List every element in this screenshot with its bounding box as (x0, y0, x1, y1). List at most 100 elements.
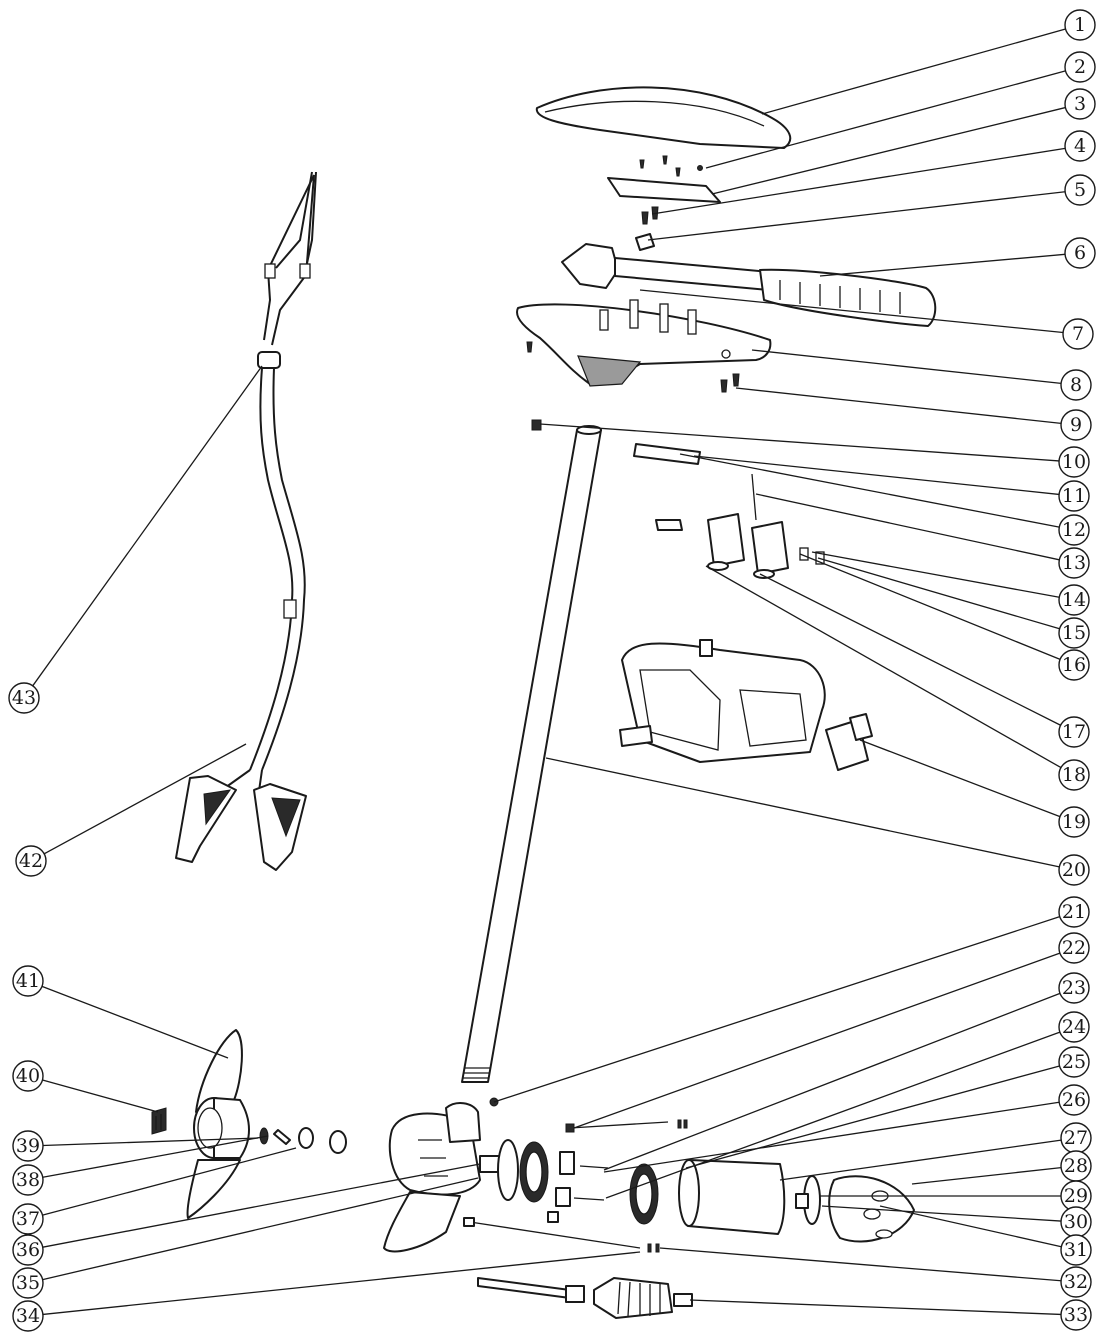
callout-38: 38 (12, 1164, 44, 1196)
callout-35: 35 (12, 1267, 44, 1299)
callout-circle (1058, 1011, 1090, 1043)
leader-line (799, 553, 1061, 660)
callout-circle (12, 1300, 44, 1332)
callout-25: 25 (1058, 1046, 1090, 1078)
callout-27: 27 (1060, 1122, 1092, 1154)
callout-31: 31 (1060, 1234, 1092, 1266)
leader-line (605, 1031, 1061, 1199)
callout-circle (12, 965, 44, 997)
callout-12: 12 (1058, 514, 1090, 546)
callout-number: 35 (16, 1272, 40, 1294)
callout-number: 31 (1064, 1239, 1088, 1261)
propeller-assembly (151, 1029, 347, 1219)
skeg-fin (383, 1191, 461, 1253)
callout-number: 20 (1062, 859, 1086, 881)
callout-number: 23 (1062, 977, 1086, 999)
shear-pin (273, 1129, 291, 1145)
leader-line (751, 349, 1062, 385)
callout-circle (1060, 1299, 1092, 1331)
callout-11: 11 (1058, 480, 1090, 512)
callout-6: 6 (1064, 237, 1096, 269)
leader-line (545, 757, 1060, 868)
shaft-tube (461, 429, 602, 1083)
callout-circle (1058, 649, 1090, 681)
leader-line (685, 1065, 1060, 1169)
callout-circle (15, 845, 47, 877)
callout-number: 22 (1062, 937, 1086, 959)
callout-17: 17 (1058, 716, 1090, 748)
callout-circle (1064, 9, 1096, 41)
callout-number: 26 (1062, 1089, 1086, 1111)
callout-circle (1058, 972, 1090, 1004)
callout-number: 4 (1074, 135, 1086, 157)
callout-32: 32 (1060, 1266, 1092, 1298)
callout-number: 27 (1064, 1127, 1088, 1149)
callout-number: 25 (1062, 1051, 1086, 1073)
callout-1: 1 (1064, 9, 1096, 41)
callout-34: 34 (12, 1300, 44, 1332)
small-switch (635, 233, 655, 251)
tiller-head-gear (561, 243, 619, 289)
callout-number: 9 (1070, 414, 1082, 436)
leader-line (705, 565, 1062, 769)
callout-circle (1058, 716, 1090, 748)
callout-number: 17 (1062, 721, 1086, 743)
callout-number: 33 (1064, 1304, 1088, 1326)
armature-shaft (477, 1277, 571, 1299)
callout-number: 14 (1062, 589, 1086, 611)
callout-circle (12, 1234, 44, 1266)
callout-3: 3 (1064, 88, 1096, 120)
callout-number: 5 (1074, 179, 1086, 201)
callout-circle (1064, 51, 1096, 83)
callout-number: 28 (1064, 1155, 1088, 1177)
cable-sleeve (283, 599, 297, 619)
callout-39: 39 (12, 1130, 44, 1162)
callout-circle (1064, 174, 1096, 206)
callout-21: 21 (1058, 896, 1090, 928)
callout-number: 37 (16, 1208, 40, 1230)
callout-20: 20 (1058, 854, 1090, 886)
callout-number: 19 (1062, 811, 1086, 833)
leader-line (647, 191, 1066, 241)
callout-circle (1064, 237, 1096, 269)
callout-circle (1058, 1046, 1090, 1078)
callout-number: 24 (1062, 1016, 1086, 1038)
callout-number: 34 (16, 1305, 40, 1327)
leader-line (705, 70, 1066, 169)
cable-lug (299, 263, 311, 279)
pin-long (633, 443, 701, 465)
callout-number: 11 (1062, 485, 1086, 507)
leader-line (42, 1135, 269, 1178)
leader-line (711, 106, 1066, 195)
callout-number: 1 (1074, 14, 1086, 36)
leader-line (43, 743, 247, 855)
callout-circle (1058, 806, 1090, 838)
battery-cable-assembly (175, 171, 317, 871)
callout-circle (12, 1130, 44, 1162)
callout-26: 26 (1058, 1084, 1090, 1116)
callout-labels: 1234567891011121314151617181920212223242… (8, 9, 1096, 1332)
callout-number: 41 (16, 970, 40, 992)
callout-number: 8 (1070, 374, 1082, 396)
callout-circle (1064, 130, 1096, 162)
callout-circle (1060, 1266, 1092, 1298)
leader-line (42, 1137, 259, 1147)
callout-24: 24 (1058, 1011, 1090, 1043)
callout-number: 30 (1064, 1211, 1088, 1233)
callout-circle (1058, 1084, 1090, 1116)
callout-29: 29 (1060, 1180, 1092, 1212)
callout-circle (1058, 584, 1090, 616)
callout-number: 15 (1062, 622, 1086, 644)
callout-23: 23 (1058, 972, 1090, 1004)
callout-number: 12 (1062, 519, 1086, 541)
callout-30: 30 (1060, 1206, 1092, 1238)
callout-36: 36 (12, 1234, 44, 1266)
leader-line (603, 1101, 1060, 1173)
bolt (655, 519, 683, 531)
control-board (607, 177, 721, 203)
callout-circle (12, 1164, 44, 1196)
leader-line (759, 573, 1061, 726)
callout-circle (1058, 446, 1090, 478)
leader-line (821, 1205, 1062, 1222)
